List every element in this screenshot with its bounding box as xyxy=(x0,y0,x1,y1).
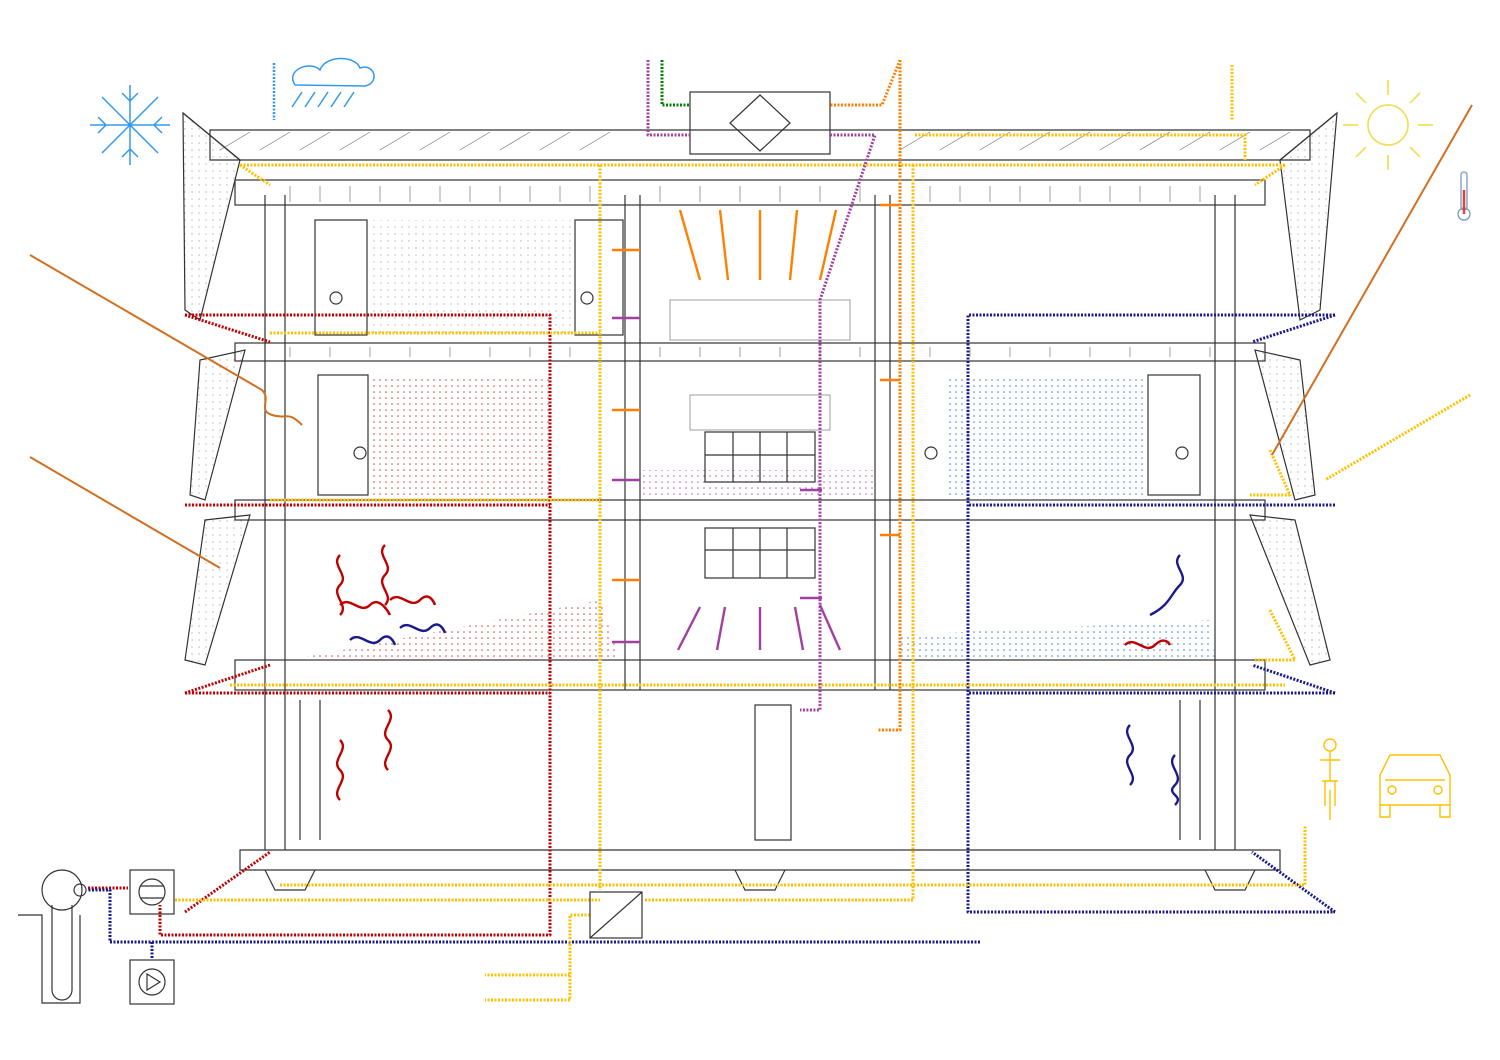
car-icon xyxy=(1379,754,1451,818)
walls xyxy=(264,195,1236,850)
room-fill-exhaust xyxy=(640,470,875,498)
air-handling-unit-icon xyxy=(689,91,831,155)
room-fill-3 xyxy=(370,220,575,335)
exhaust-air-circuit xyxy=(612,60,877,712)
heating-circuit xyxy=(88,313,1172,937)
green-roof xyxy=(219,131,1291,151)
building-structure xyxy=(182,111,1338,891)
floor-fill-heated xyxy=(290,600,620,660)
sun-icon xyxy=(1343,80,1433,170)
atrium-windows xyxy=(669,299,851,579)
heat-pump-icon xyxy=(129,869,175,915)
cyclist-icon xyxy=(1320,738,1340,820)
rain-cloud-icon xyxy=(272,57,375,120)
cabinets xyxy=(314,219,1201,496)
solar-radiation-rays xyxy=(29,104,1473,569)
heat-exchanger-icon xyxy=(589,891,643,939)
ground-probe-icon xyxy=(18,869,87,1004)
floor-fill-cooled xyxy=(900,620,1215,660)
room-fill-cooled xyxy=(945,375,1145,495)
facade-louvres xyxy=(182,111,1338,666)
fresh-air-intake xyxy=(660,60,690,107)
snowflake-icon xyxy=(90,85,170,165)
room-fill-heated xyxy=(370,375,550,495)
pump-icon xyxy=(129,959,175,1005)
cooling-circuit xyxy=(88,313,1336,958)
solar-warm-air-circuit xyxy=(175,65,1471,1002)
warm-air-supply-circuit xyxy=(612,59,902,732)
thermometer-icon xyxy=(1457,171,1471,221)
